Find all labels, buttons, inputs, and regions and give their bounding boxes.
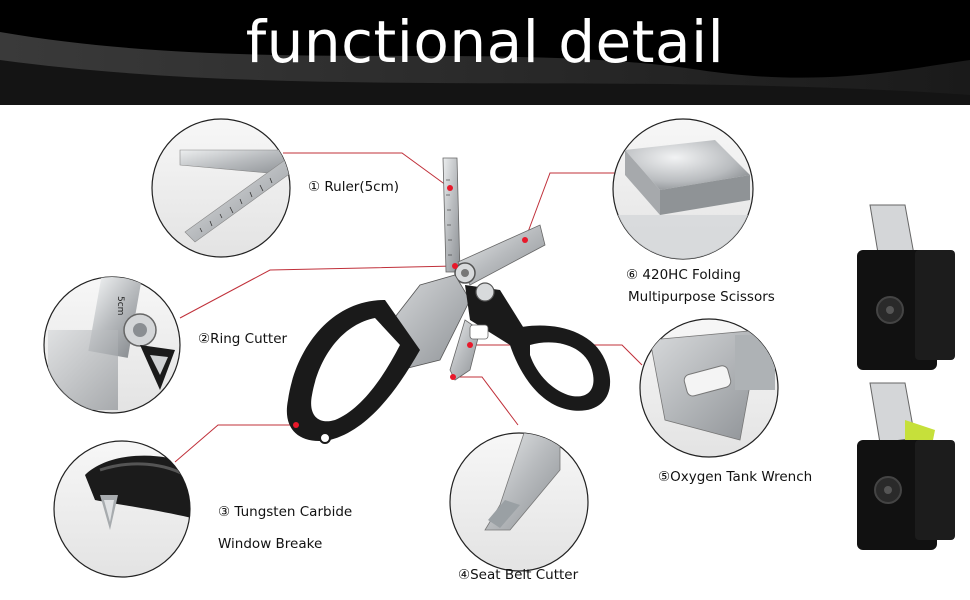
callout-wrench: ⑤Oxygen Tank Wrench	[658, 469, 813, 485]
sheath-image-top	[857, 204, 955, 370]
shears-tool	[286, 157, 611, 444]
callout-seatbelt: ④Seat Belt Cutter	[458, 567, 579, 583]
detail-circle-steel	[612, 118, 754, 260]
sheath-image-bottom	[857, 382, 955, 550]
callout-ring-cutter: ②Ring Cutter	[198, 331, 288, 347]
callout-scissors-line2: Multipurpose Scissors	[628, 289, 775, 305]
callout-scissors-line1: ⑥ 420HC Folding	[626, 267, 741, 283]
detail-circle-ring-cutter: 5cm	[43, 276, 181, 414]
leader-lines	[174, 152, 643, 463]
detail-circle-wrench	[639, 318, 779, 458]
callout-ruler: ① Ruler(5cm)	[308, 179, 400, 195]
page-title: functional detail	[245, 8, 725, 76]
ruler-cm-label: 5cm	[115, 296, 125, 315]
banner-swoosh	[0, 32, 970, 105]
detail-circle-seatbelt	[449, 432, 589, 572]
detail-circle-ruler	[151, 118, 291, 258]
marker-dots	[293, 185, 528, 428]
callout-carbide-line2: Window Breake	[218, 536, 323, 552]
header-banner: functional detail	[0, 0, 970, 105]
callout-carbide-line1: ③ Tungsten Carbide	[218, 504, 353, 520]
detail-circle-carbide	[53, 440, 191, 578]
